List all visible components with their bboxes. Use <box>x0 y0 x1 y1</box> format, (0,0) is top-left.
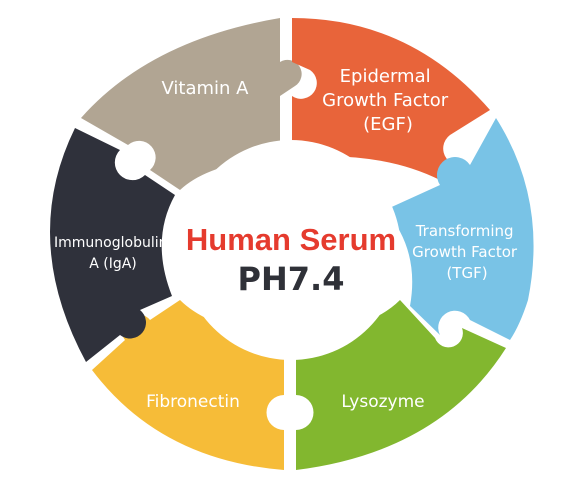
center-title: Human Serum <box>186 222 396 257</box>
center-subtitle: PH7.4 <box>238 260 345 298</box>
label-tgf: Transforming Growth Factor (TGF) <box>412 222 522 282</box>
label-vitamin-a-line: Vitamin A <box>162 78 250 99</box>
segment-vitamin-a <box>81 18 302 190</box>
label-vitamin-a: Vitamin A <box>162 78 250 99</box>
label-iga-line-1: Immunoglobulin <box>54 235 167 251</box>
label-tgf-line-1: Transforming <box>415 222 514 240</box>
label-egf-line-3: (EGF) <box>363 114 413 135</box>
label-iga-line-2: A (IgA) <box>89 256 137 272</box>
segment-iga <box>50 128 175 362</box>
segment-egf <box>292 18 490 180</box>
segment-tgf <box>385 118 534 340</box>
label-egf: Epidermal Growth Factor (EGF) <box>322 66 454 135</box>
label-egf-line-2: Growth Factor <box>322 90 449 111</box>
center-circle <box>181 140 401 360</box>
label-egf-line-1: Epidermal <box>340 66 431 87</box>
label-iga: Immunoglobulin A (IgA) <box>54 235 172 272</box>
label-lysozyme: Lysozyme <box>341 392 424 412</box>
label-lysozyme-line: Lysozyme <box>341 392 424 412</box>
label-fibronectin: Fibronectin <box>146 392 240 412</box>
label-fibronectin-line: Fibronectin <box>146 392 240 412</box>
label-tgf-line-2: Growth Factor <box>412 243 518 261</box>
label-tgf-line-3: (TGF) <box>446 264 487 282</box>
